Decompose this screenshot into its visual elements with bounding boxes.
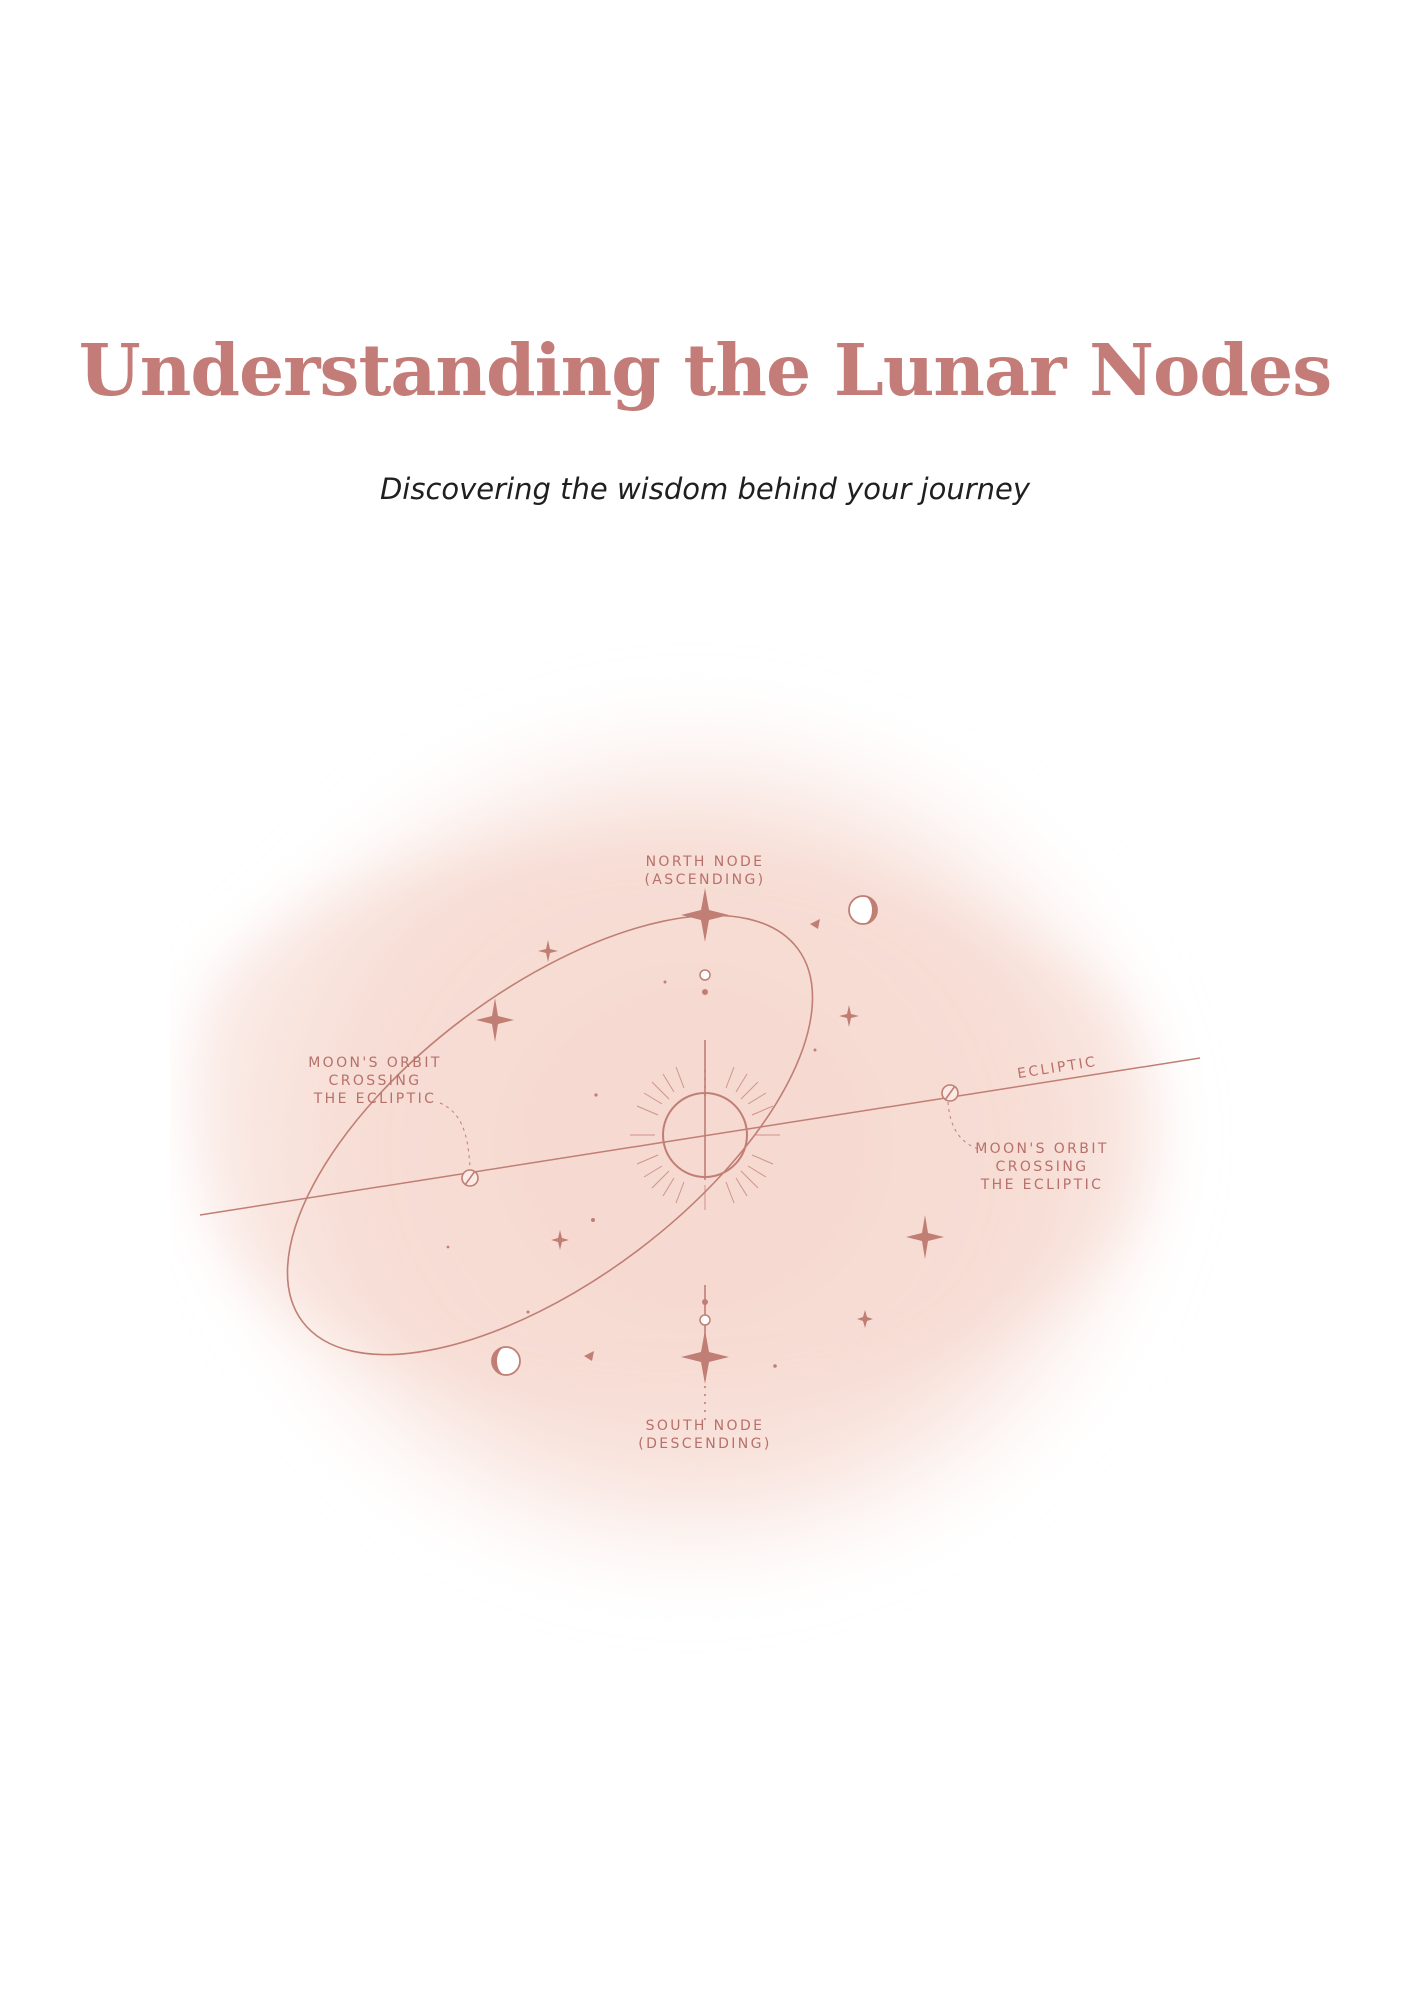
page-subtitle: Discovering the wisdom behind your journ…	[379, 472, 1031, 506]
lunar-nodes-diagram: NORTH NODE (ASCENDING) SOUTH NODE (DESCE…	[170, 630, 1240, 1670]
moon-icon	[848, 895, 878, 925]
crossing-right-line3: THE ECLIPTIC	[980, 1177, 1104, 1193]
crossing-left-line2: CROSSING	[329, 1073, 422, 1089]
crossing-left-line3: THE ECLIPTIC	[313, 1091, 437, 1107]
north-node-sublabel: (ASCENDING)	[644, 872, 765, 888]
node-marker-icon	[461, 1084, 959, 1187]
star-icon	[681, 1330, 729, 1384]
north-node-label: NORTH NODE	[646, 854, 765, 870]
star-icon	[538, 940, 558, 962]
star-icon	[681, 888, 729, 942]
south-node-sublabel: (DESCENDING)	[638, 1436, 772, 1452]
star-icon	[446, 1245, 450, 1249]
moon-icon	[491, 1346, 521, 1376]
star-icon	[663, 980, 667, 984]
crossing-right-line1: MOON'S ORBIT	[975, 1141, 1109, 1157]
south-node-label: SOUTH NODE	[646, 1418, 765, 1434]
node-marker-icon	[702, 989, 708, 995]
watercolor-wash	[193, 688, 1188, 1607]
star-icon	[857, 1310, 873, 1328]
orbit-arrow-icon	[584, 1351, 594, 1361]
ecliptic-line	[199, 1057, 1201, 1216]
star-icon	[551, 1230, 569, 1250]
star-icon	[526, 1310, 530, 1314]
crossing-left-line1: MOON'S ORBIT	[308, 1055, 442, 1071]
star-icon	[813, 1048, 817, 1052]
star-icon	[476, 998, 514, 1042]
orbit-arrow-icon	[810, 919, 820, 929]
crossing-right-line2: CROSSING	[996, 1159, 1089, 1175]
star-icon	[906, 1215, 944, 1259]
sun-icon	[630, 1060, 780, 1210]
page-title: Understanding the Lunar Nodes	[78, 328, 1332, 412]
node-marker-icon	[699, 969, 711, 981]
star-icon	[839, 1005, 859, 1027]
star-icon	[594, 1093, 598, 1097]
node-marker-icon	[702, 1299, 708, 1305]
star-icon	[591, 1218, 595, 1222]
node-marker-icon	[699, 1314, 711, 1326]
moon-orbit	[286, 914, 814, 1356]
star-icon	[773, 1364, 777, 1368]
